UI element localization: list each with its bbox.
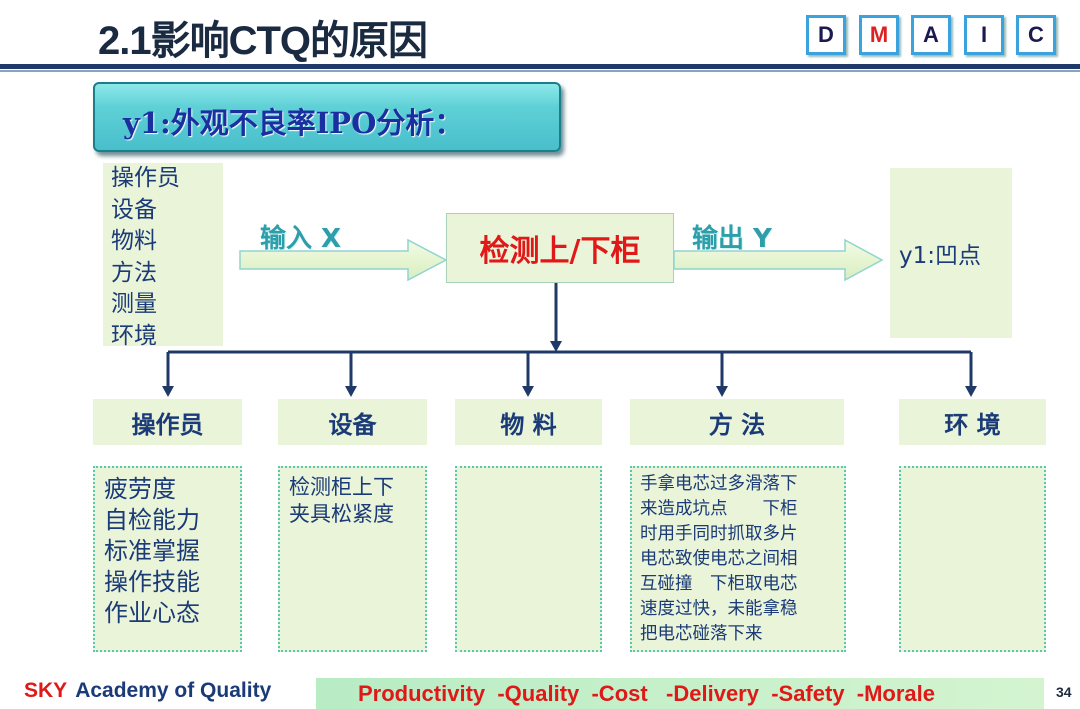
input-label: 输入 X bbox=[260, 224, 342, 254]
category-operator: 操作员 bbox=[93, 399, 242, 445]
footer-brand: SKY Academy of Quality bbox=[24, 679, 271, 703]
process-box: 检测上/下柜 bbox=[446, 213, 674, 283]
list-item: 设备 bbox=[111, 196, 157, 223]
list-item: 夹具松紧度 bbox=[289, 502, 394, 526]
category-environment: 环 境 bbox=[899, 399, 1046, 445]
detail-box-material bbox=[455, 466, 602, 652]
footer-slogan-bar: Productivity -Quality -Cost -Delivery -S… bbox=[316, 678, 1044, 709]
dmaic-step-a: A bbox=[911, 15, 951, 55]
list-item: 测量 bbox=[111, 291, 157, 317]
detail-box-method: 手拿电芯过多滑落下 来造成坑点 下柜 时用手同时抓取多片 电芯致使电芯之间相 互… bbox=[630, 466, 846, 652]
list-item: 手拿电芯过多滑落下 bbox=[640, 474, 798, 494]
detail-list: 疲劳度 自检能力 标准掌握 操作技能 作业心态 bbox=[95, 468, 240, 629]
category-material: 物 料 bbox=[455, 399, 602, 445]
input-factors-list: 操作员 设备 物料 方法 测量 环境 bbox=[103, 163, 223, 349]
banner-title: y1:外观不良率IPO分析： bbox=[123, 106, 464, 140]
list-item: 速度过快，未能拿稳 bbox=[640, 599, 798, 619]
list-item: 环境 bbox=[111, 322, 157, 349]
detail-box-operator: 疲劳度 自检能力 标准掌握 操作技能 作业心态 bbox=[93, 466, 242, 652]
dmaic-step-d: D bbox=[806, 15, 846, 55]
list-item: 电芯致使电芯之间相 bbox=[640, 549, 798, 569]
dmaic-letter: C bbox=[1028, 22, 1044, 47]
list-item: 把电芯碰落下来 bbox=[640, 624, 763, 644]
detail-list: 检测柜上下 夹具松紧度 bbox=[280, 468, 425, 528]
page-number: 34 bbox=[1056, 684, 1072, 700]
list-item: 方法 bbox=[111, 259, 157, 286]
list-item: 作业心态 bbox=[104, 599, 200, 627]
dmaic-step-i: I bbox=[964, 15, 1004, 55]
dmaic-letter: D bbox=[818, 22, 834, 47]
header-rule-thin bbox=[0, 70, 1080, 72]
category-method: 方 法 bbox=[630, 399, 844, 445]
list-item: 时用手同时抓取多片 bbox=[640, 524, 798, 544]
dmaic-letter: I bbox=[980, 22, 988, 47]
detail-box-environment bbox=[899, 466, 1046, 652]
list-item: 标准掌握 bbox=[104, 537, 200, 565]
academy-name: Academy of Quality bbox=[75, 679, 272, 702]
list-item: 操作员 bbox=[111, 165, 180, 191]
dmaic-step-c: C bbox=[1016, 15, 1056, 55]
list-item: 来造成坑点 下柜 bbox=[640, 499, 798, 519]
page-title: 2.1影响CTQ的原因 bbox=[98, 19, 428, 63]
dmaic-letter: M bbox=[869, 22, 889, 47]
list-item: 疲劳度 bbox=[104, 475, 176, 503]
detail-list: 手拿电芯过多滑落下 来造成坑点 下柜 时用手同时抓取多片 电芯致使电芯之间相 互… bbox=[632, 468, 844, 647]
footer-slogan: Productivity -Quality -Cost -Delivery -S… bbox=[358, 681, 936, 706]
dmaic-step-m: M bbox=[859, 15, 899, 55]
category-equipment: 设备 bbox=[278, 399, 427, 445]
analysis-banner: y1:外观不良率IPO分析： bbox=[93, 82, 561, 152]
dmaic-letter: A bbox=[923, 22, 939, 47]
detail-box-equipment: 检测柜上下 夹具松紧度 bbox=[278, 466, 427, 652]
list-item: 互碰撞 下柜取电芯 bbox=[640, 574, 798, 594]
output-label: 输出 Y bbox=[692, 224, 772, 254]
list-item: 检测柜上下 bbox=[289, 475, 394, 499]
list-item: 自检能力 bbox=[104, 506, 200, 534]
list-item: 物料 bbox=[111, 228, 157, 254]
brand-name: SKY bbox=[24, 679, 68, 702]
header-rule bbox=[0, 64, 1080, 69]
output-box: y1:凹点 bbox=[890, 168, 1012, 338]
tree-lines bbox=[166, 283, 973, 388]
list-item: 操作技能 bbox=[104, 568, 200, 596]
tree-arrowheads bbox=[162, 341, 977, 397]
